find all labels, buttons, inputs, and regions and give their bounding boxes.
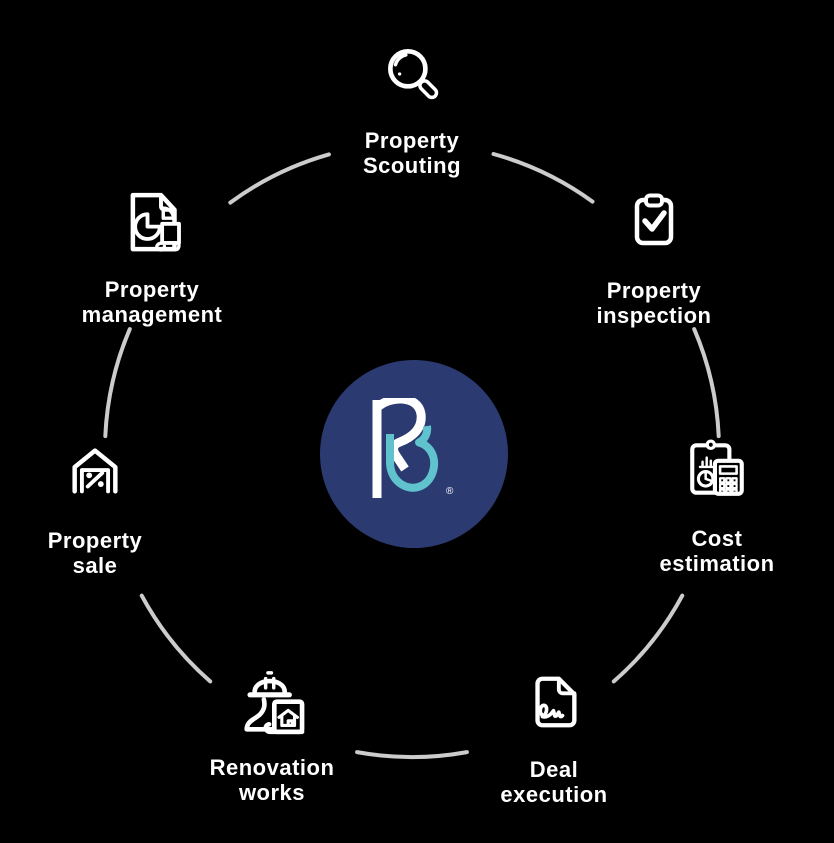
arc-cost-deal <box>611 593 685 684</box>
label-line-1: Property <box>104 277 200 302</box>
label-line-1: Deal <box>529 757 579 782</box>
signed-document-icon <box>523 671 585 733</box>
arc-scouting-inspection <box>491 152 595 204</box>
label-line-2: sale <box>72 553 118 578</box>
node-property-scouting: Property Scouting <box>282 42 542 178</box>
arc-sale-management <box>103 327 132 439</box>
construction-worker-plan-icon <box>235 663 309 737</box>
label-line-2: inspection <box>596 303 712 328</box>
registered-mark: ® <box>446 486 454 497</box>
label-line-2: management <box>81 302 223 327</box>
node-label: Deal execution <box>500 757 607 807</box>
node-label: Property Scouting <box>363 128 461 178</box>
arc-management-scouting <box>228 152 331 205</box>
node-deal-execution: Deal execution <box>424 671 684 807</box>
node-property-sale: Property sale <box>0 440 225 578</box>
arc-renovation-sale <box>139 593 213 684</box>
label-line-2: estimation <box>659 551 775 576</box>
node-label: Cost estimation <box>659 526 774 576</box>
label-line-2: Scouting <box>362 153 462 178</box>
node-label: Property sale <box>48 528 142 578</box>
clipboard-check-icon <box>622 188 686 252</box>
node-property-management: Property management <box>22 185 282 327</box>
document-pie-chart-icon <box>116 185 188 257</box>
magnifier-search-icon <box>379 42 445 108</box>
node-property-inspection: Property inspection <box>524 188 784 328</box>
clipboard-calculator-icon <box>684 436 750 502</box>
label-line-2: execution <box>500 782 608 807</box>
node-label: Renovation works <box>210 755 335 805</box>
label-line-2: works <box>238 780 306 805</box>
arc-inspection-cost <box>692 327 721 439</box>
house-percent-icon <box>64 440 126 502</box>
brand-logo-icon: ® <box>372 398 454 498</box>
label-line-1: Property <box>47 528 143 553</box>
node-label: Property management <box>82 277 223 327</box>
node-cost-estimation: Cost estimation <box>587 436 834 576</box>
label-line-1: Property <box>606 278 702 303</box>
label-line-1: Cost <box>691 526 743 551</box>
label-line-1: Renovation <box>209 755 335 780</box>
node-renovation-works: Renovation works <box>142 663 402 805</box>
arc-deal-renovation <box>355 750 469 760</box>
node-label: Property inspection <box>596 278 711 328</box>
brand-circle <box>320 360 508 548</box>
label-line-1: Property <box>364 128 460 153</box>
